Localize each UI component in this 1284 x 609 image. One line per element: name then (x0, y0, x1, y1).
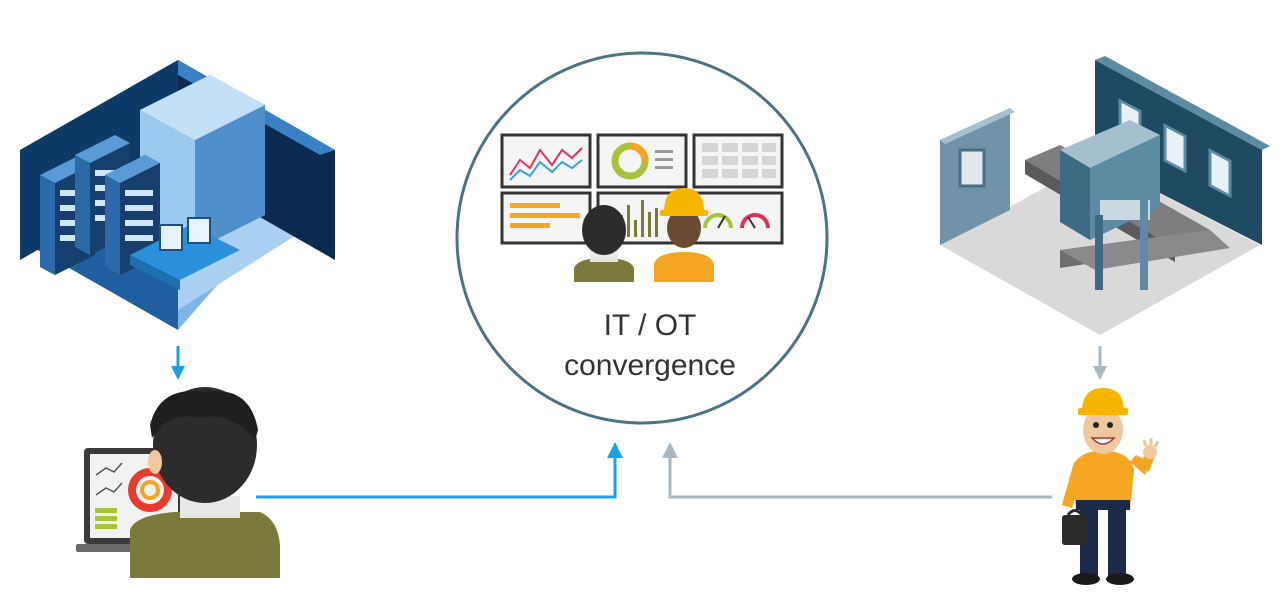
convergence-title-line1: IT / OT (603, 309, 697, 342)
it-connector-arrow (256, 442, 623, 499)
field-engineer-icon (1062, 388, 1160, 585)
convergence-title: IT / OT convergence (470, 306, 830, 386)
office-worker-icon (76, 387, 280, 578)
ot-down-arrow (1093, 346, 1107, 380)
server-room-icon (20, 60, 335, 330)
ot-connector-arrow (662, 442, 1052, 499)
convergence-title-line2: convergence (564, 349, 736, 382)
control-room-icon (455, 51, 829, 425)
it-down-arrow (171, 346, 185, 380)
factory-room-icon (940, 56, 1270, 335)
